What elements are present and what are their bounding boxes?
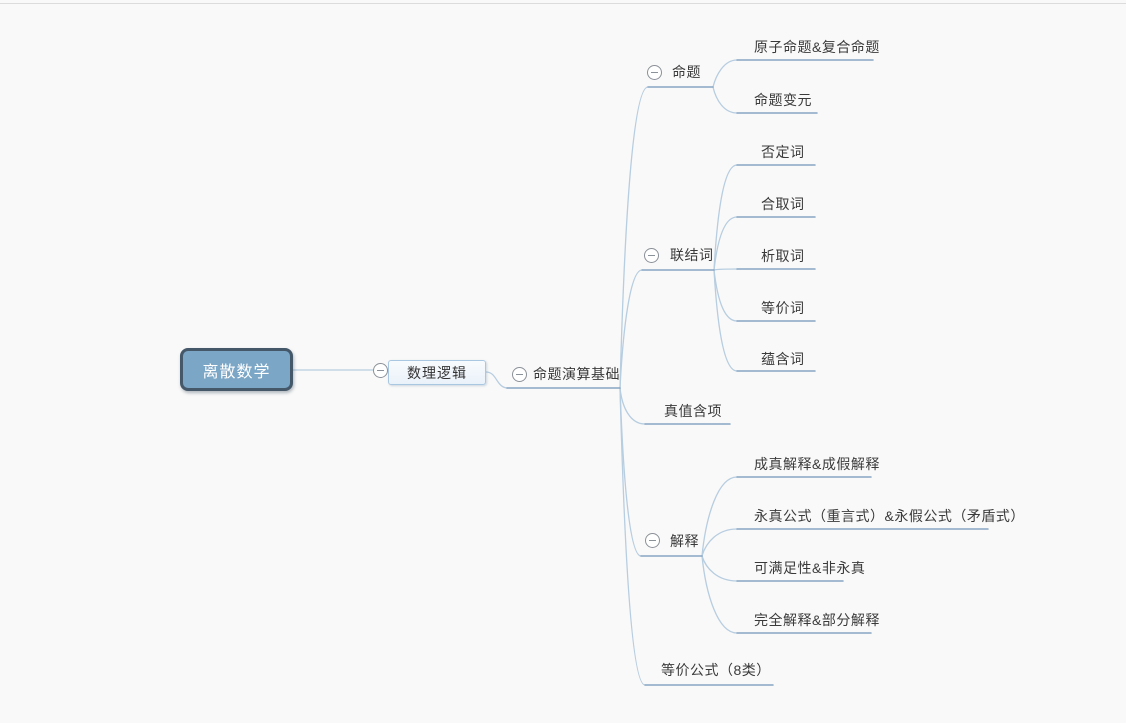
collapse-icon[interactable] xyxy=(373,363,388,378)
node-equivalent-formulas[interactable]: 等价公式（8类） xyxy=(661,662,771,678)
node-root[interactable]: 离散数学 xyxy=(180,348,293,391)
node-interpretation[interactable]: 解释 xyxy=(670,533,699,549)
node-true-false-interpretation[interactable]: 成真解释&成假解释 xyxy=(754,456,880,472)
collapse-icon[interactable] xyxy=(645,533,660,548)
node-implication[interactable]: 蕴含词 xyxy=(761,351,805,367)
node-disjunction[interactable]: 析取词 xyxy=(761,248,805,264)
node-connectives[interactable]: 联结词 xyxy=(670,247,714,263)
collapse-icon[interactable] xyxy=(647,65,662,80)
node-complete-partial-interpretation[interactable]: 完全解释&部分解释 xyxy=(754,612,880,628)
node-conjunction[interactable]: 合取词 xyxy=(761,196,805,212)
node-negation[interactable]: 否定词 xyxy=(761,144,805,160)
node-math-logic[interactable]: 数理逻辑 xyxy=(388,360,486,385)
node-satisfiability[interactable]: 可满足性&非永真 xyxy=(754,560,866,576)
connector-curves xyxy=(292,59,738,686)
node-truth-value-term[interactable]: 真值含项 xyxy=(664,403,722,419)
node-atomic-compound-proposition[interactable]: 原子命题&复合命题 xyxy=(754,39,880,55)
node-proposition-variable[interactable]: 命题变元 xyxy=(754,92,812,108)
collapse-icon[interactable] xyxy=(644,248,659,263)
node-prop-calc-basics[interactable]: 命题演算基础 xyxy=(533,366,620,382)
node-proposition[interactable]: 命题 xyxy=(672,64,701,80)
top-divider xyxy=(0,3,1126,4)
node-equivalence[interactable]: 等价词 xyxy=(761,300,805,316)
collapse-icon[interactable] xyxy=(512,367,527,382)
node-tautology-contradiction[interactable]: 永真公式（重言式）&永假公式（矛盾式） xyxy=(754,508,1025,524)
node-underlines xyxy=(506,59,989,686)
